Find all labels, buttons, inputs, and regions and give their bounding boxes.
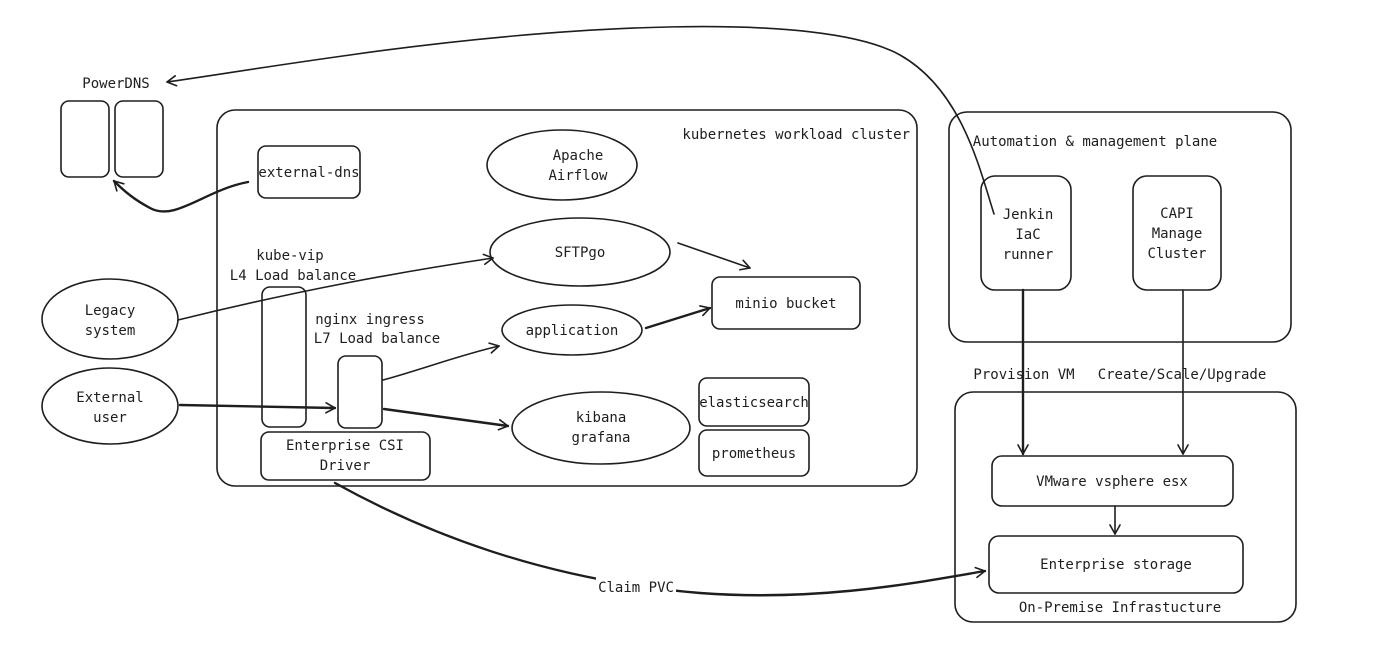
jenkins-label-line1: Jenkin	[1003, 207, 1054, 223]
application-label: application	[526, 323, 619, 339]
sftpgo-label: SFTPgo	[555, 245, 606, 261]
prometheus-node	[698, 429, 810, 477]
jenkins-runner-node	[980, 175, 1072, 291]
csi-to-storage-edge	[333, 481, 987, 597]
application-to-minio-edge	[644, 305, 712, 330]
enterprise-storage-label: Enterprise storage	[1040, 557, 1192, 573]
external-user-to-nginx-edge	[178, 402, 337, 414]
elasticsearch-label: elasticsearch	[699, 395, 809, 411]
sftpgo-to-minio-edge	[677, 242, 751, 271]
nginx-to-application-edge	[382, 342, 500, 381]
legacy-label-line1: Legacy	[85, 303, 136, 319]
legacy-system-node	[41, 278, 179, 360]
nginx-ingress-node	[337, 355, 383, 429]
csi-label-line2: Driver	[320, 458, 371, 474]
provision-vm-label: Provision VM	[973, 367, 1074, 383]
minio-bucket-node	[711, 276, 861, 330]
application-node	[501, 304, 643, 356]
onprem-infra-frame	[954, 391, 1297, 623]
jenkins-to-powerdns-edge	[166, 25, 995, 215]
capi-label-line1: CAPI	[1160, 206, 1194, 222]
external-dns-node	[257, 145, 361, 199]
prometheus-label: prometheus	[712, 446, 796, 462]
kube-vip-label-line1: kube-vip	[256, 248, 323, 264]
nginx-label-line1: nginx ingress	[315, 312, 425, 328]
csi-driver-node	[260, 431, 431, 481]
capi-label-line2: Manage	[1152, 226, 1203, 242]
nginx-label-line2: L7 Load balance	[314, 331, 440, 347]
external-dns-label: external-dns	[258, 165, 359, 181]
vsphere-label: VMware vsphere esx	[1036, 474, 1188, 490]
claim-pvc-label: Claim PVC	[598, 580, 674, 596]
sftpgo-node	[489, 217, 671, 287]
external-dns-to-powerdns-edge	[112, 179, 250, 213]
automation-plane-frame	[948, 111, 1292, 343]
jenkins-label-line3: runner	[1003, 247, 1054, 263]
onprem-infra-title: On-Premise Infrastucture	[1019, 600, 1221, 616]
kube-vip-node	[261, 286, 307, 428]
airflow-label-line2: Airflow	[548, 168, 608, 184]
kibana-label-line2: grafana	[571, 430, 630, 446]
legacy-label-line2: system	[85, 323, 136, 339]
k8s-cluster-title: kubernetes workload cluster	[682, 127, 910, 143]
kibana-label-line1: kibana	[576, 410, 627, 426]
csi-label-line1: Enterprise CSI	[286, 438, 404, 454]
kube-vip-label-line2: L4 Load balance	[230, 268, 356, 284]
capi-label-line3: Cluster	[1147, 246, 1206, 262]
external-user-node	[41, 367, 179, 445]
airflow-label-line1: Apache	[553, 148, 604, 164]
external-user-label-line1: External	[76, 390, 143, 406]
airflow-node	[486, 129, 638, 201]
powerdns-label: PowerDNS	[82, 76, 149, 92]
vsphere-node	[991, 455, 1234, 507]
external-user-label-line2: user	[93, 410, 127, 426]
powerdns-node	[60, 100, 164, 178]
enterprise-storage-node	[988, 535, 1244, 594]
automation-plane-title: Automation & management plane	[973, 134, 1217, 150]
elasticsearch-node	[698, 377, 810, 427]
nginx-to-kibana-edge	[382, 407, 510, 431]
minio-bucket-label: minio bucket	[735, 296, 836, 312]
kubernetes-cluster-frame	[216, 109, 918, 487]
jenkins-label-line2: IaC	[1015, 227, 1040, 243]
kibana-grafana-node	[511, 391, 691, 465]
capi-cluster-node	[1132, 175, 1222, 291]
legacy-to-sftpgo-edge	[177, 253, 494, 321]
create-scale-upgrade-label: Create/Scale/Upgrade	[1098, 367, 1267, 383]
